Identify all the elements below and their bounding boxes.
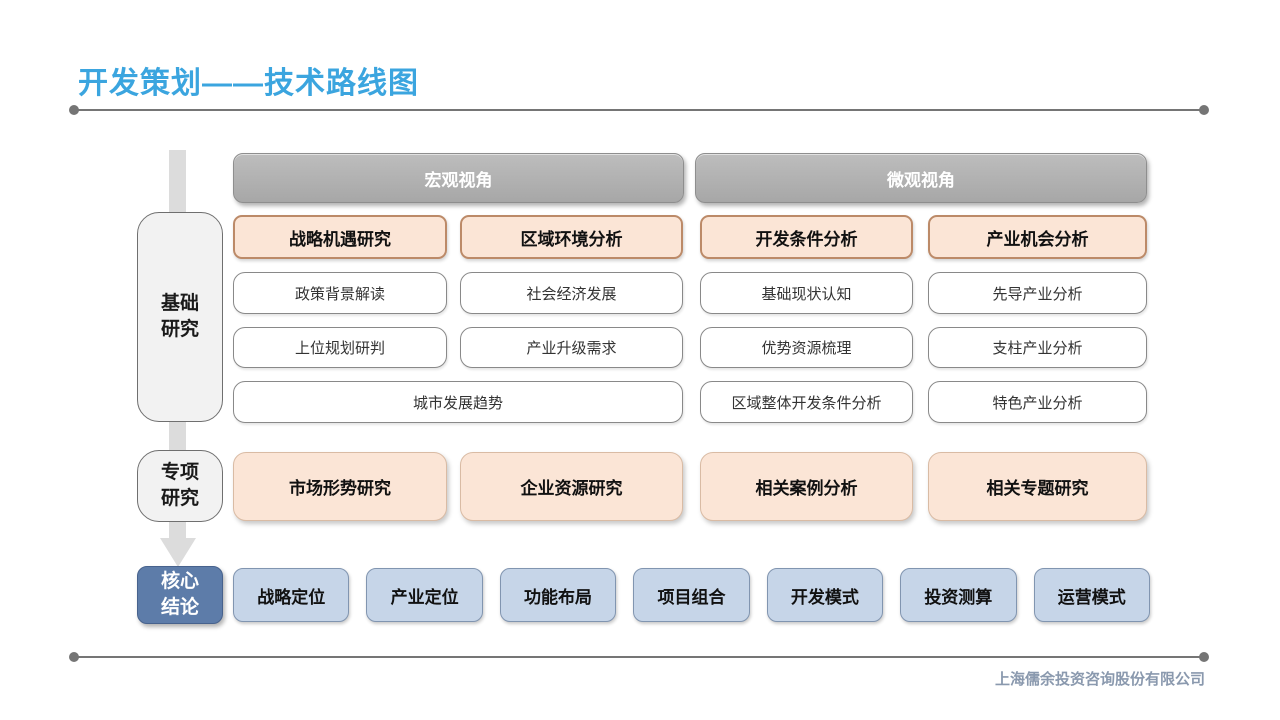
conclusion-strategic-positioning: 战略定位	[233, 568, 350, 622]
item-pillar-industry: 支柱产业分析	[928, 327, 1147, 368]
item-upper-planning: 上位规划研判	[233, 327, 447, 368]
category-header-strategic-opportunity: 战略机遇研究	[233, 215, 447, 259]
conclusion-row: 战略定位 产业定位 功能布局 项目组合 开发模式 投资测算 运营模式	[233, 568, 1150, 622]
item-overall-development-conditions: 区域整体开发条件分析	[700, 381, 913, 423]
conclusion-development-model: 开发模式	[766, 568, 884, 622]
item-baseline-status: 基础现状认知	[700, 272, 913, 314]
special-market-situation: 市场形势研究	[233, 452, 447, 521]
item-leading-industry: 先导产业分析	[928, 272, 1147, 314]
bottom-divider	[69, 652, 1209, 662]
item-socioeconomic-development: 社会经济发展	[460, 272, 683, 314]
footer-company-name: 上海儒余投资咨询股份有限公司	[994, 671, 1205, 688]
special-related-topics: 相关专题研究	[928, 452, 1147, 521]
special-enterprise-resources: 企业资源研究	[460, 452, 683, 521]
stage-special-research: 专项 研究	[137, 450, 223, 522]
perspective-bar-macro: 宏观视角	[233, 153, 684, 203]
divider-dot	[69, 652, 79, 662]
category-header-regional-environment: 区域环境分析	[460, 215, 683, 259]
conclusion-project-portfolio: 项目组合	[633, 568, 750, 622]
perspective-bar-micro: 微观视角	[695, 153, 1147, 203]
special-related-cases: 相关案例分析	[700, 452, 913, 521]
conclusion-investment-estimate: 投资测算	[900, 568, 1017, 622]
divider-dot	[1199, 105, 1209, 115]
item-industry-upgrade-demand: 产业升级需求	[460, 327, 683, 368]
item-policy-background: 政策背景解读	[233, 272, 447, 314]
conclusion-functional-layout: 功能布局	[499, 568, 617, 622]
category-header-development-conditions: 开发条件分析	[700, 215, 913, 259]
item-advantage-resources: 优势资源梳理	[700, 327, 913, 368]
flow-arrow-head-icon	[160, 538, 196, 567]
conclusion-operation-model: 运营模式	[1033, 568, 1150, 622]
page-title: 开发策划——技术路线图	[78, 67, 419, 100]
stage-basic-research: 基础 研究	[137, 212, 223, 422]
item-characteristic-industry: 特色产业分析	[928, 381, 1147, 423]
conclusion-industry-positioning: 产业定位	[366, 568, 483, 622]
divider-dot	[1199, 652, 1209, 662]
item-urban-development-trend: 城市发展趋势	[233, 381, 683, 423]
top-divider	[69, 105, 1209, 115]
stage-core-conclusion: 核心 结论	[137, 566, 223, 624]
divider-dot	[69, 105, 79, 115]
category-header-industry-opportunity: 产业机会分析	[928, 215, 1147, 259]
